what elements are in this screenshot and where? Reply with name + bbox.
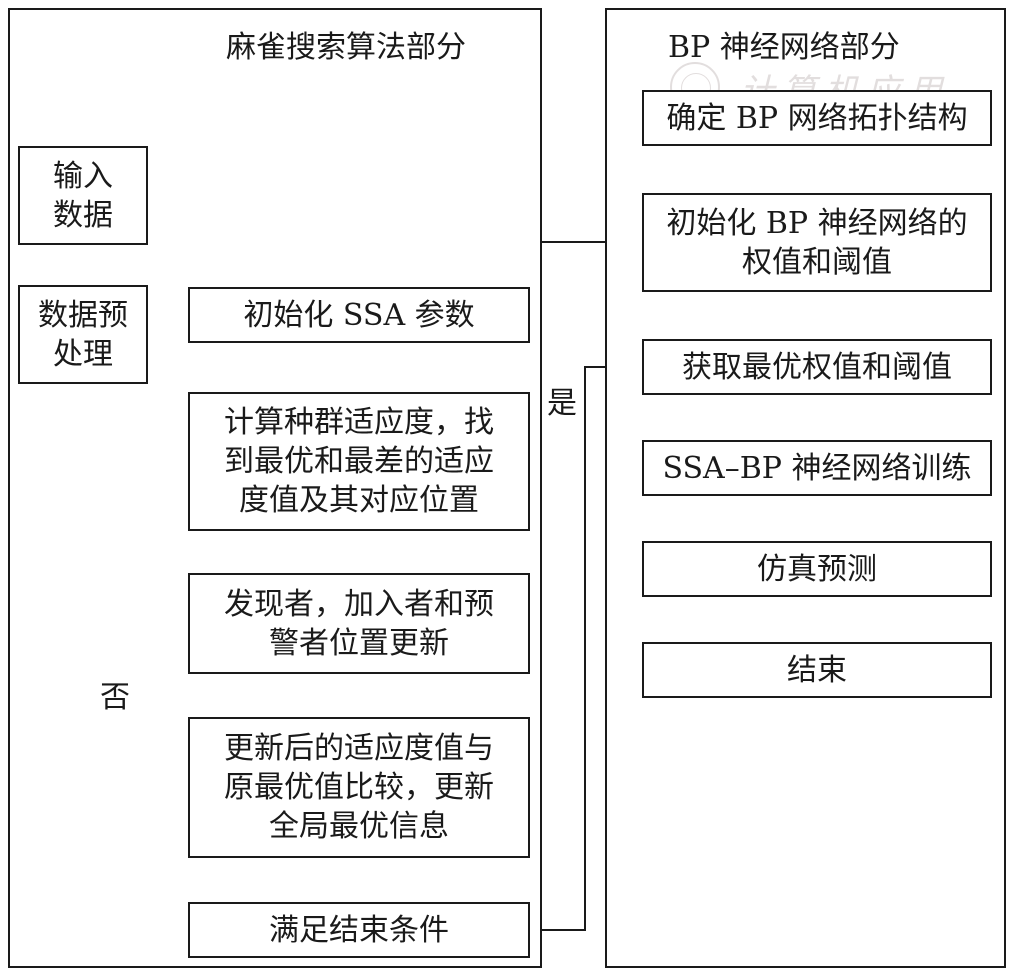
ssa-bp-train-box: SSA–BP 神经网络训练: [642, 440, 992, 496]
bp-panel-title: BP 神经网络部分: [668, 30, 900, 65]
end-condition-box: 满足结束条件: [188, 902, 530, 958]
init-ssa-box: 初始化 SSA 参数: [188, 287, 530, 343]
input-data-box: 输入 数据: [18, 146, 148, 245]
yes-label: 是: [547, 386, 577, 421]
get-optimal-box: 获取最优权值和阈值: [642, 339, 992, 395]
finish-box: 结束: [642, 642, 992, 698]
simulate-box: 仿真预测: [642, 541, 992, 597]
preprocess-box: 数据预 处理: [18, 285, 148, 384]
bp-init-box: 初始化 BP 神经网络的 权值和阈值: [642, 193, 992, 292]
compute-fitness-box: 计算种群适应度，找 到最优和最差的适应 度值及其对应位置: [188, 392, 530, 531]
update-positions-box: 发现者，加入者和预 警者位置更新: [188, 573, 530, 674]
bp-topology-box: 确定 BP 网络拓扑结构: [642, 90, 992, 146]
no-label: 否: [100, 680, 130, 715]
compare-update-box: 更新后的适应度值与 原最优值比较，更新 全局最优信息: [188, 717, 530, 858]
ssa-panel-title: 麻雀搜索算法部分: [226, 30, 466, 65]
